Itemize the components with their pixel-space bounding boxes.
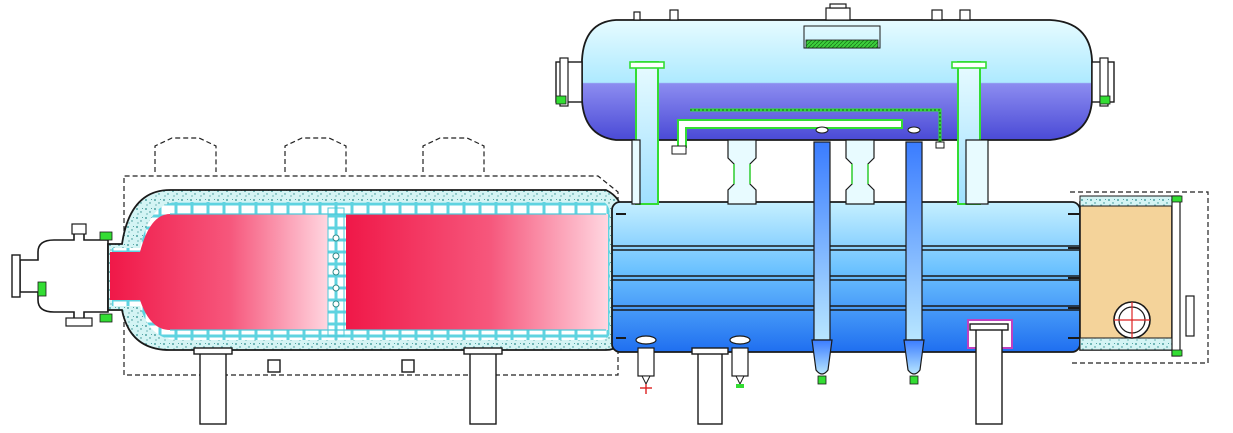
downcomer-pipes [813,141,923,341]
support-leg-1 [199,351,227,425]
exhaust-hoods [123,137,1209,376]
internal-feed-pipe [677,119,903,148]
support-leg-3 [697,351,723,425]
steam-separator [803,25,881,49]
flame-zone-rear [346,214,608,330]
connector-nozzle-4 [965,139,989,205]
downcomer-left [813,141,831,341]
firebox-enclosure-outline [123,175,619,376]
connector-nozzle-3 [631,139,641,205]
drain-valve-4 [903,339,925,385]
support-leg-4 [975,327,1003,425]
combustion-chamber [107,189,623,351]
support-legs [193,323,1009,425]
burner-nozzle-flange [11,254,21,298]
water-shell [611,201,1094,353]
support-leg-2 [469,351,497,425]
smokebox-enclosure-outline [1070,191,1209,364]
burner-top-port [71,223,87,235]
exhaust-hood-1 [154,137,217,172]
inspection-manway [1113,301,1151,339]
drain-valve-1 [635,335,657,394]
exhaust-hood-2 [284,137,347,172]
burner-assembly [11,223,113,327]
drain-valves [635,335,925,394]
exhaust-hood-3 [422,137,485,172]
flame-zone-front [110,214,328,330]
burner-bottom-port [65,317,93,327]
smoke-box [1079,195,1195,357]
connector-nozzle-1 [727,139,757,205]
downcomer-right [905,141,923,341]
drain-valve-2 [729,335,751,388]
connector-nozzle-2 [845,139,875,205]
fire-tube-bank [612,245,1080,311]
drain-valve-3 [811,339,833,385]
riser-pipes [629,61,989,205]
